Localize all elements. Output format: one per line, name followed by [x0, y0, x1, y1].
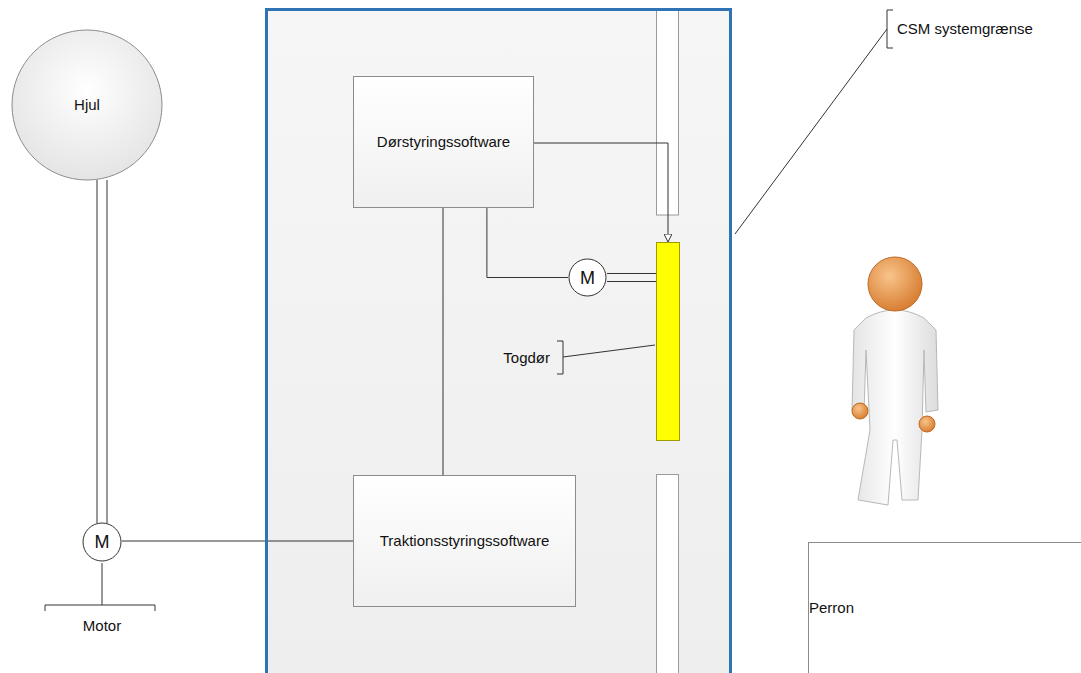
part-label: Togdør — [503, 349, 550, 367]
leader-line — [735, 29, 887, 234]
part-label: Motor — [83, 617, 121, 635]
circle-label: M — [95, 532, 110, 552]
system-boundary: CSM systemgrænseDørstyringssoftwareMTogd… — [265, 8, 732, 673]
person-figure — [852, 257, 938, 505]
wall-strip — [657, 475, 679, 673]
connector — [443, 208, 444, 475]
circle-label: Hjul — [74, 96, 100, 114]
boundary-ground — [266, 9, 731, 673]
software-box: Traktionsstyringssoftware — [353, 475, 576, 607]
connector — [122, 541, 353, 542]
software-box: Dørstyringssoftware — [353, 76, 534, 208]
train-door: Togdør — [656, 242, 680, 441]
connector — [487, 208, 568, 278]
motor-symbol: M — [568, 258, 607, 297]
callout-bracket — [887, 10, 893, 48]
connector — [97, 180, 107, 523]
boundary-label: CSM systemgrænse — [895, 20, 1035, 38]
callout-bracket — [45, 605, 155, 611]
connector — [607, 274, 656, 282]
callout-bracket — [557, 341, 563, 374]
box-label: Perron — [809, 599, 854, 617]
box-label: Dørstyringssoftware — [377, 133, 510, 151]
wheel-circle: Hjul — [11, 29, 163, 181]
box-label: Traktionsstyringssoftware — [380, 532, 550, 550]
connector — [534, 143, 668, 241]
leader-line — [563, 345, 655, 357]
circle-label: M — [580, 268, 595, 288]
leader-line — [102, 563, 103, 605]
platform-box: Perron — [808, 542, 1081, 673]
motor-symbol: MMotor — [82, 522, 122, 562]
